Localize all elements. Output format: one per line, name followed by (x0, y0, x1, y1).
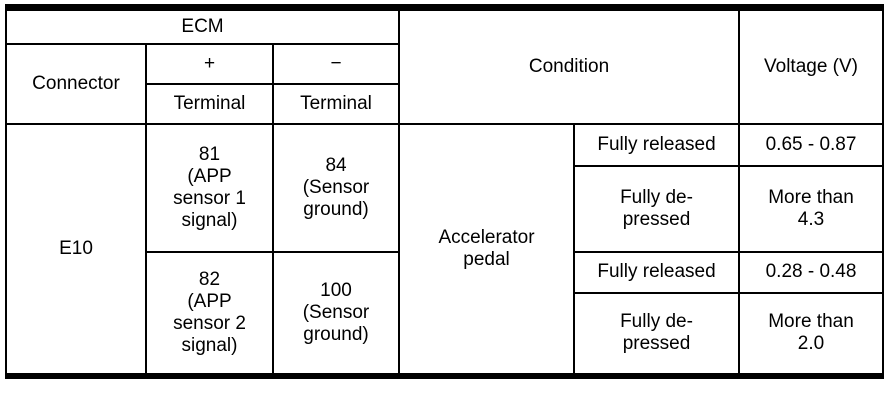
cell-sensor2-plus-terminal: 82 (APP sensor 2 signal) (145, 250, 274, 377)
table-row: Fully de- pressed More than 4.3 (6, 164, 885, 253)
cell-sensor1-plus-terminal: 81 (APP sensor 1 signal) (145, 122, 274, 253)
cell-condition-row3: Fully de- pressed (573, 291, 741, 377)
cell-condition-row0: Fully released (573, 122, 741, 167)
cell-connector-value: E10 (5, 122, 147, 377)
table-row: Fully de- pressed More than 2.0 (6, 291, 885, 377)
header-ecm: ECM (4, 6, 401, 45)
header-voltage: Voltage (V) (738, 6, 885, 125)
cell-condition-group: Accelerator pedal (398, 122, 576, 377)
table-row: E10 81 (APP sensor 1 signal) 84 (Sensor … (5, 122, 885, 377)
cell-condition-row2: Fully released (573, 250, 741, 294)
cell-sensor1-minus-terminal: 84 (Sensor ground) (271, 122, 401, 253)
cell-sensor2-minus-terminal: 100 (Sensor ground) (271, 250, 401, 377)
cell-condition-row1: Fully de- pressed (573, 164, 741, 253)
cell-voltage-row2: 0.28 - 0.48 (738, 250, 885, 294)
cell-voltage-row3: More than 2.0 (738, 291, 885, 377)
header-plus-sign: + (145, 42, 274, 85)
table-row: Connector + − (5, 42, 883, 125)
table-row: ECM Condition Voltage (V) (4, 6, 885, 125)
table-row: Terminal Terminal (6, 82, 883, 125)
header-minus-sign: − (271, 42, 401, 85)
header-minus-terminal: Terminal (271, 82, 401, 125)
header-connector: Connector (5, 42, 147, 125)
table-row: 82 (APP sensor 2 signal) 100 (Sensor gro… (6, 250, 885, 377)
ecm-terminal-voltage-table: ECM Condition Voltage (V) Connector + − … (4, 4, 885, 379)
header-plus-terminal: Terminal (145, 82, 274, 125)
cell-voltage-row1: More than 4.3 (738, 164, 885, 253)
cell-voltage-row0: 0.65 - 0.87 (738, 122, 885, 167)
header-condition: Condition (398, 6, 741, 125)
